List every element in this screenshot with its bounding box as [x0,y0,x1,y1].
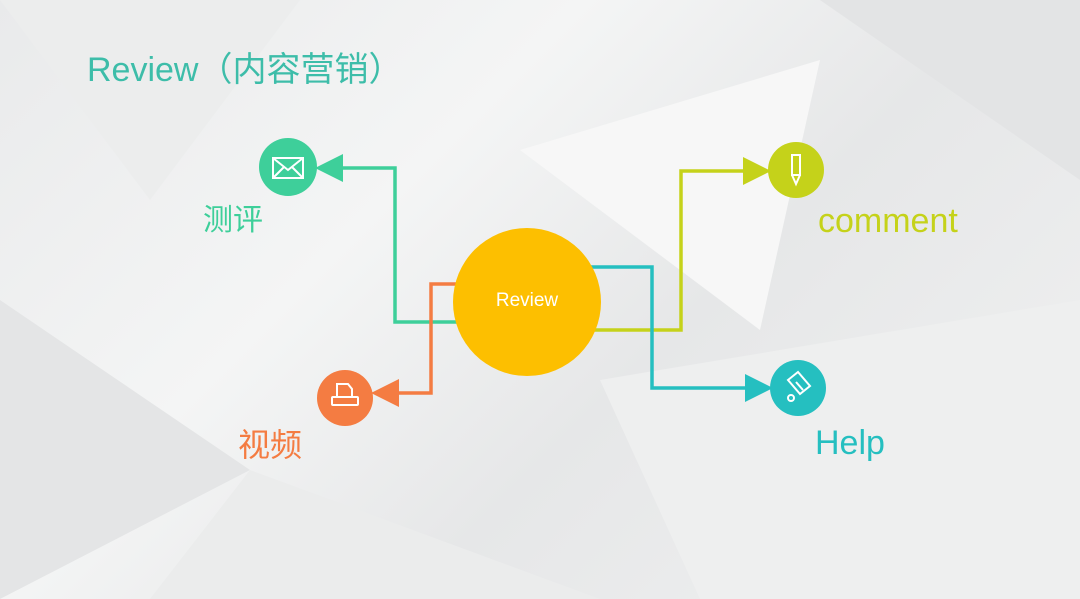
node-review-test [259,138,317,196]
printer-icon [331,383,359,406]
center-node-label: Review [495,290,559,311]
scroll-icon [786,370,812,402]
label-help: Help [815,424,885,462]
node-help [770,360,826,416]
connector-video [371,282,470,407]
label-review-test: 测评 [203,204,263,237]
node-comment [768,142,824,198]
label-video: 视频 [238,427,303,463]
connector-review-test [315,154,470,324]
node-video [317,370,373,426]
slide-title: Review（内容营销） [87,51,403,89]
center-node [453,228,601,376]
connector-comment [590,157,771,332]
label-comment: comment [818,202,958,240]
envelope-icon [272,157,304,179]
pencil-icon [791,154,801,187]
connector-help [590,265,773,402]
